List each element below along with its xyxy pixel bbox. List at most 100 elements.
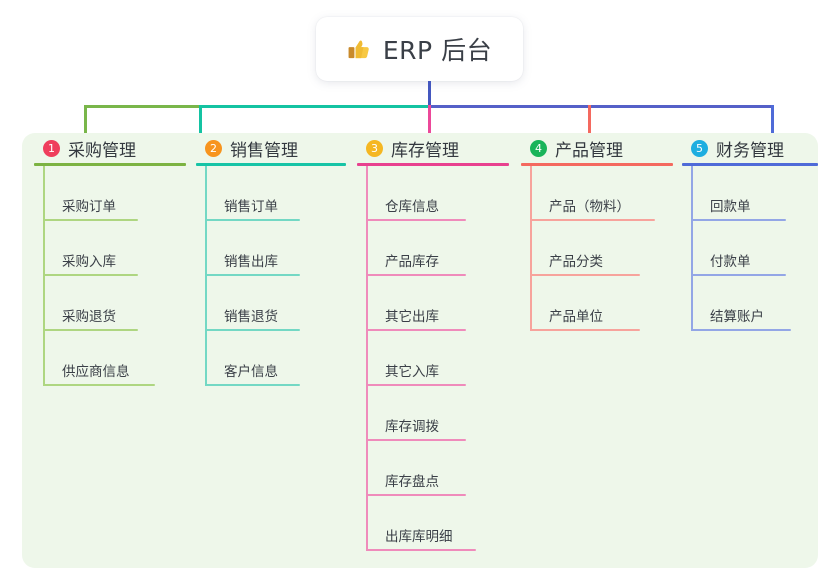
branch-item-label: 销售出库 — [224, 253, 278, 270]
branch-title: 产品管理 — [555, 140, 623, 161]
branch-item-rule — [205, 274, 300, 276]
branch-item[interactable]: 销售出库 — [196, 221, 346, 276]
branch-item-label: 采购订单 — [62, 198, 116, 215]
branch-item-label: 其它出库 — [385, 308, 439, 325]
branch-item-label: 产品分类 — [549, 253, 603, 270]
branch-item-rule — [43, 219, 138, 221]
branch-item-label: 库存调拨 — [385, 418, 439, 435]
branch-item-list: 销售订单销售出库销售退货客户信息 — [196, 166, 346, 386]
branch-item-rule — [530, 219, 655, 221]
branch-item[interactable]: 付款单 — [682, 221, 818, 276]
branch-header-3[interactable]: 3 库存管理 — [357, 133, 509, 163]
branch-item-rule — [43, 274, 138, 276]
connector-bus-green — [84, 105, 202, 108]
branch-title: 销售管理 — [230, 140, 298, 161]
branch-item-label: 仓库信息 — [385, 198, 439, 215]
branch-item-label: 产品库存 — [385, 253, 439, 270]
branch-item[interactable]: 产品分类 — [521, 221, 673, 276]
branch-item[interactable]: 销售订单 — [196, 166, 346, 221]
branch-header-rule — [682, 163, 818, 166]
branch-item-rule — [366, 384, 466, 386]
root-node-content: ERP 后台 — [347, 31, 492, 67]
branch-spine — [43, 166, 45, 386]
branch-item-label: 出库库明细 — [385, 528, 453, 545]
branch-item-rule — [366, 439, 466, 441]
branch-title: 库存管理 — [391, 140, 459, 161]
branch-item[interactable]: 产品（物料） — [521, 166, 673, 221]
branch-item[interactable]: 库存盘点 — [357, 441, 509, 496]
branch-header-rule — [357, 163, 509, 166]
branch-item-rule — [205, 384, 300, 386]
branch-item-list: 采购订单采购入库采购退货供应商信息 — [34, 166, 186, 386]
branch-item-label: 采购退货 — [62, 308, 116, 325]
branch-header-4[interactable]: 4 产品管理 — [521, 133, 673, 163]
branch-item-rule — [366, 494, 466, 496]
branch-item-label: 客户信息 — [224, 363, 278, 380]
connector-stub-2 — [199, 105, 202, 140]
branch-title: 财务管理 — [716, 140, 784, 161]
branch-item[interactable]: 采购订单 — [34, 166, 186, 221]
branch-item-rule — [205, 219, 300, 221]
connector-bus-teal — [201, 105, 430, 108]
branch-item-list: 产品（物料） 产品分类产品单位 — [521, 166, 673, 331]
branch-item[interactable]: 供应商信息 — [34, 331, 186, 386]
branch-spine — [366, 166, 368, 551]
connector-stub-3 — [428, 105, 431, 140]
branch-number-badge: 3 — [366, 139, 383, 157]
branch-item[interactable]: 其它出库 — [357, 276, 509, 331]
branch-number-badge: 5 — [691, 139, 708, 157]
thumbs-up-icon — [348, 40, 369, 58]
branch-item[interactable]: 回款单 — [682, 166, 818, 221]
branch-header-rule — [34, 163, 186, 166]
branch-item[interactable]: 采购退货 — [34, 276, 186, 331]
branch-item-list: 仓库信息产品库存其它出库其它入库库存调拨库存盘点出库库明细 — [357, 166, 509, 551]
connector-stub-5 — [771, 105, 774, 140]
branch-header-rule — [521, 163, 673, 166]
root-title: ERP 后台 — [382, 36, 493, 65]
branch-spine — [205, 166, 207, 386]
branch-item-rule — [691, 219, 786, 221]
branch-item[interactable]: 客户信息 — [196, 331, 346, 386]
branch-item[interactable]: 产品单位 — [521, 276, 673, 331]
branch-item-rule — [691, 274, 786, 276]
branch-item[interactable]: 库存调拨 — [357, 386, 509, 441]
branch-header-5[interactable]: 5 财务管理 — [682, 133, 818, 163]
branch-item-label: 回款单 — [710, 198, 751, 215]
branch-item[interactable]: 销售退货 — [196, 276, 346, 331]
branch-spine — [530, 166, 532, 331]
branch-item-label: 其它入库 — [385, 363, 439, 380]
branch-item[interactable]: 采购入库 — [34, 221, 186, 276]
branch-item-label: 销售订单 — [224, 198, 278, 215]
branch-item-label: 结算账户 — [710, 308, 764, 325]
connector-stub-1 — [84, 105, 87, 140]
branch-item-label: 产品（物料） — [549, 198, 630, 215]
branch-item-label: 销售退货 — [224, 308, 278, 325]
branch-item-rule — [366, 329, 466, 331]
branch-item[interactable]: 结算账户 — [682, 276, 818, 331]
branch-item[interactable]: 产品库存 — [357, 221, 509, 276]
branch-item[interactable]: 仓库信息 — [357, 166, 509, 221]
branch-number-badge: 1 — [43, 139, 60, 157]
branch-item-rule — [43, 384, 155, 386]
connector-bus-blue — [428, 105, 773, 108]
branch-item-label: 供应商信息 — [62, 363, 130, 380]
branch-item[interactable]: 出库库明细 — [357, 496, 509, 551]
connector-stub-4 — [588, 105, 591, 140]
branch-item-label: 付款单 — [710, 253, 751, 270]
branch-item[interactable]: 其它入库 — [357, 331, 509, 386]
branch-item-label: 采购入库 — [62, 253, 116, 270]
branch-item-rule — [366, 219, 466, 221]
branch-item-rule — [43, 329, 138, 331]
branch-header-rule — [196, 163, 346, 166]
branch-item-label: 产品单位 — [549, 308, 603, 325]
root-node[interactable]: ERP 后台 — [316, 17, 523, 81]
branch-number-badge: 4 — [530, 139, 547, 157]
branch-spine — [691, 166, 693, 331]
branch-item-rule — [366, 549, 476, 551]
